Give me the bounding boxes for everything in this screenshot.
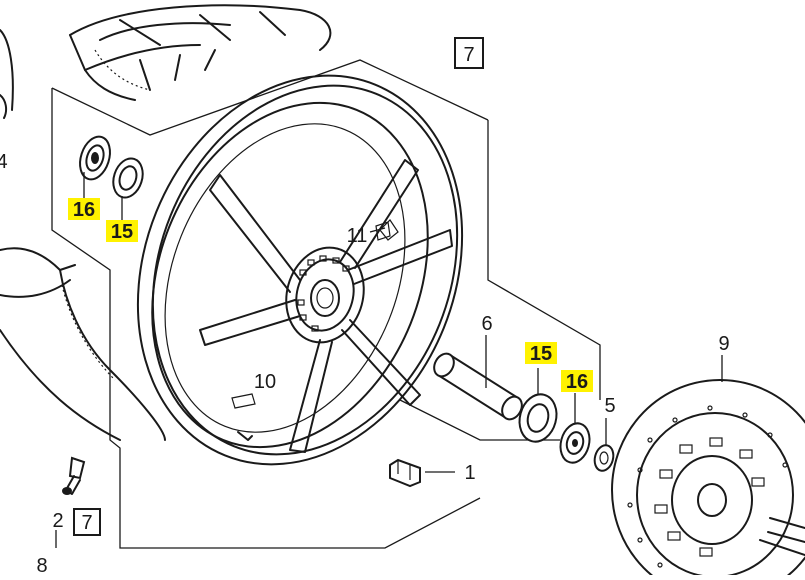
callout-7-bottom: 7 <box>81 512 92 534</box>
highlight-16-left <box>68 198 100 220</box>
callout-4: 4 <box>0 151 8 173</box>
leaders-10-11 <box>369 221 391 241</box>
callout-10: 10 <box>254 371 276 393</box>
callout-6: 6 <box>481 313 492 335</box>
seal-5 <box>593 418 615 472</box>
highlight-15-right <box>525 342 557 364</box>
guide-box <box>51 59 601 549</box>
bearing-16-left <box>79 135 111 198</box>
callout-7-top: 7 <box>463 44 474 66</box>
callout-11: 11 <box>347 225 368 247</box>
callout-2: 2 <box>52 510 63 532</box>
bearing-16-right <box>559 393 591 464</box>
callout-1: 1 <box>464 462 475 484</box>
callout-5: 5 <box>604 395 615 417</box>
callout-16-right: 16 <box>566 371 588 393</box>
box-7-top <box>454 37 484 69</box>
highlight-16-right <box>561 370 593 392</box>
callout-16-left: 16 <box>73 199 95 221</box>
axle-bolt <box>759 517 805 556</box>
bearing-15-right <box>518 368 558 443</box>
callout-9: 9 <box>718 333 729 355</box>
highlight-marks <box>68 198 593 392</box>
clip-1 <box>389 458 455 488</box>
valve-2 <box>55 456 86 548</box>
callout-8: 8 <box>36 555 47 575</box>
wheel <box>136 74 464 466</box>
callout-15-left: 15 <box>111 221 133 243</box>
brake-disc <box>611 355 805 580</box>
tire-section <box>0 4 332 119</box>
bearing-15-left <box>112 157 144 220</box>
callout-15-right: 15 <box>530 343 552 365</box>
highlight-15-left <box>106 220 138 242</box>
axle-collar <box>433 335 523 421</box>
box-7-bottom <box>73 508 101 536</box>
